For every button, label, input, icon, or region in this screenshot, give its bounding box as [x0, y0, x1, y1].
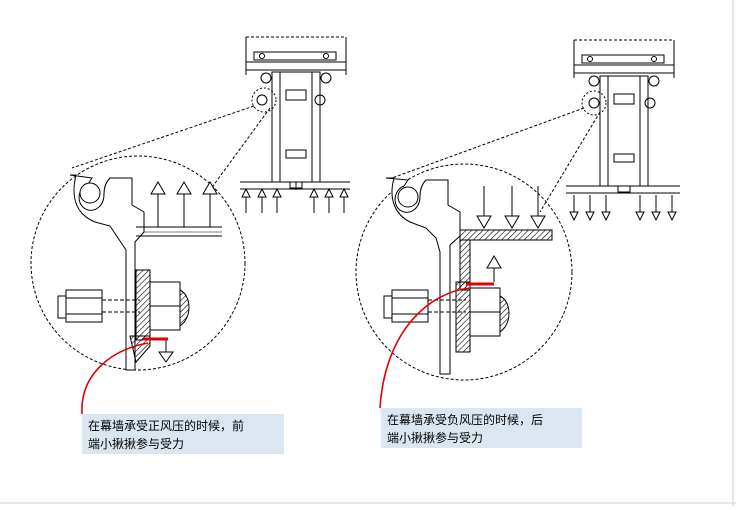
right-caption-line1: 在幕墙承受负风压的时候，后: [387, 413, 544, 427]
right-detail-arrows: [476, 186, 546, 282]
left-leader-line: [71, 105, 255, 169]
right-caption-line2: 端小揪揪参与受力: [387, 431, 484, 445]
right-profile-elevation: [566, 39, 680, 194]
left-caption: 在幕墙承受正风压的时候，前 端小揪揪参与受力: [82, 414, 284, 454]
right-leader-line: [391, 107, 585, 179]
right-caption: 在幕墙承受负风压的时候，后 端小揪揪参与受力: [381, 408, 582, 448]
right-callout-curve: [379, 287, 471, 409]
left-wind-arrows: [241, 187, 349, 213]
left-caption-line2: 端小揪揪参与受力: [88, 437, 185, 451]
right-detail-circle: [355, 163, 573, 381]
left-detail-circle: [30, 155, 246, 371]
left-caption-line1: 在幕墙承受正风压的时候，前: [88, 419, 245, 433]
right-leader-line-2: [539, 111, 601, 213]
left-detail-arrows: [150, 181, 218, 363]
right-detail-section: [383, 177, 553, 375]
left-callout-curve: [81, 342, 149, 415]
left-profile-elevation: [240, 36, 350, 190]
left-detail-section: [57, 174, 222, 371]
right-wind-arrows: [569, 195, 677, 222]
left-leader-line-2: [209, 107, 271, 191]
